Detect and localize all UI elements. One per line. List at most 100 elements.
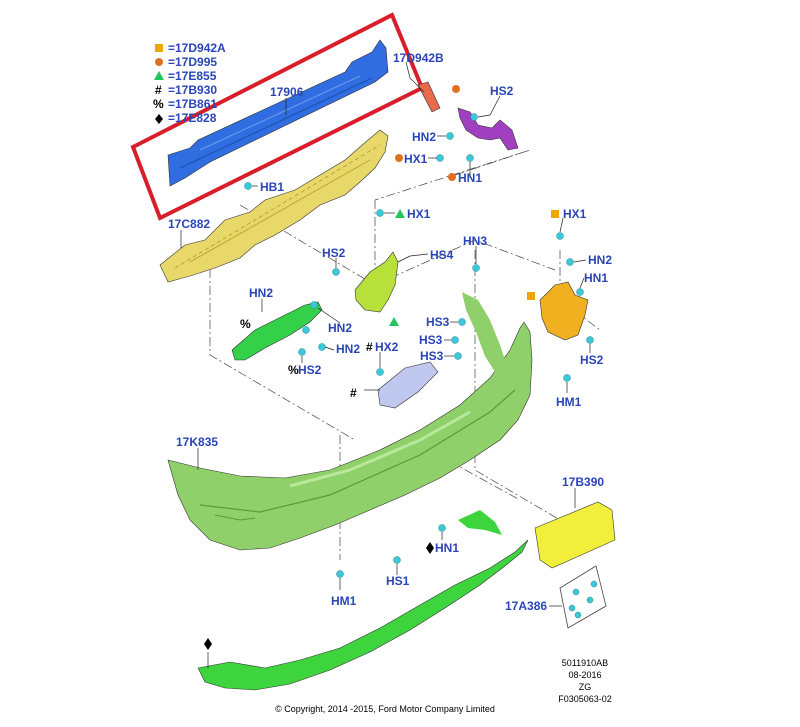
legend-label: =17E828 (168, 111, 217, 125)
legend-triangle-icon (154, 71, 164, 80)
ref-code: 08-2016 (568, 670, 601, 680)
callout-hm1-left: HM1 (331, 594, 357, 608)
callout-hs2-mid: HS2 (322, 246, 346, 260)
legend-label: =17B861 (168, 97, 217, 111)
footer: 5011910AB 08-2016 ZG F0305063-02 © Copyr… (275, 658, 612, 714)
fastener-icons (244, 113, 594, 578)
copyright: © Copyright, 2014 -2015, Ford Motor Comp… (275, 704, 495, 714)
energy-absorber[interactable] (159, 129, 389, 283)
part-label-17C882: 17C882 (168, 217, 210, 231)
legend-label: =17D942A (168, 41, 226, 55)
orange-square-icon (527, 292, 535, 300)
callout-hs3-a: HS3 (426, 315, 450, 329)
callout-hb1: HB1 (260, 180, 284, 194)
bumper-cover[interactable] (167, 292, 533, 551)
callout-hm1-right: HM1 (556, 395, 582, 409)
fastener-icon (472, 264, 480, 272)
diamond-icon (204, 638, 212, 650)
fastener-icon (576, 288, 584, 296)
wiring-clip[interactable] (457, 107, 519, 151)
callout-hs1: HS1 (386, 574, 410, 588)
callout-hs3-b: HS3 (419, 333, 443, 347)
fastener-icon (556, 232, 564, 240)
side-bracket-left[interactable] (354, 251, 399, 313)
fastener-icon (436, 154, 444, 162)
callout-hx1-mid: HX1 (407, 207, 431, 221)
fastener-icon (310, 301, 318, 309)
fastener-icon (446, 132, 454, 140)
callout-hx1-right: HX1 (563, 207, 587, 221)
reinforcement-beam[interactable] (167, 39, 389, 187)
bracket-17D942B[interactable] (417, 81, 441, 113)
callout-hx1-top: HX1 (404, 152, 428, 166)
callout-hs2-right: HS2 (580, 353, 604, 367)
fastener-icon (454, 352, 462, 360)
marker-icons (204, 85, 559, 650)
fastener-icon (336, 570, 344, 578)
ref-code: ZG (579, 682, 592, 692)
legend-diamond-icon (155, 114, 163, 124)
callout-hn1-top: HN1 (458, 171, 482, 185)
callout-hn2-left2: HN2 (336, 342, 360, 356)
orange-circle-icon (452, 85, 460, 93)
clips-bag[interactable] (559, 565, 607, 629)
callout-hn2-mid: HN2 (328, 321, 352, 335)
percent-symbol: % (240, 317, 251, 331)
legend-label: =17E855 (168, 69, 217, 83)
green-triangle-icon (395, 209, 405, 218)
orange-square-icon (551, 210, 559, 218)
fastener-icon (298, 348, 306, 356)
hash-symbol: # (366, 340, 373, 354)
callout-hs2-top: HS2 (490, 84, 514, 98)
part-label-17906: 17906 (270, 85, 304, 99)
callout-hn1-right: HN1 (584, 271, 608, 285)
retainer-left[interactable] (231, 301, 323, 361)
part-labels: 17906 17D942B 17C882 17K835 17B390 17A38… (168, 51, 604, 613)
fastener-icon (376, 209, 384, 217)
sensor-bracket[interactable] (377, 361, 439, 409)
callout-hn2-top: HN2 (412, 130, 436, 144)
fastener-icon (438, 524, 446, 532)
legend-label: =17D995 (168, 55, 217, 69)
fastener-icon (393, 556, 401, 564)
part-label-17B390: 17B390 (562, 475, 604, 489)
lower-valance[interactable] (197, 510, 529, 691)
legend-hash-icon: # (155, 83, 162, 97)
orange-circle-icon (448, 173, 456, 181)
fastener-icon (318, 343, 326, 351)
fastener-icon (332, 268, 340, 276)
part-label-17D942B: 17D942B (393, 51, 444, 65)
callout-hs2-left: HS2 (298, 363, 322, 377)
leader-lines (180, 61, 591, 668)
side-bracket-right[interactable] (539, 281, 589, 341)
fastener-icon (586, 336, 594, 344)
fastener-icon (566, 258, 574, 266)
ref-code: F0305063-02 (558, 694, 612, 704)
legend-percent-icon: % (153, 97, 164, 111)
fastener-icon (458, 318, 466, 326)
percent-symbol: % (288, 363, 299, 377)
fastener-icon (470, 113, 478, 121)
legend-square-icon (155, 44, 163, 52)
fastener-icon (563, 374, 571, 382)
callout-hs4: HS4 (430, 248, 454, 262)
callout-hx2: HX2 (375, 340, 399, 354)
legend-circle-icon (155, 58, 163, 66)
callout-hn2-right: HN2 (588, 253, 612, 267)
callout-hn1-bottom: HN1 (435, 541, 459, 555)
fastener-icon (302, 326, 310, 334)
fastener-icon (451, 336, 459, 344)
fastener-icon (244, 182, 252, 190)
callout-hn2-left: HN2 (249, 286, 273, 300)
part-label-17A386: 17A386 (505, 599, 547, 613)
fastener-icon (376, 368, 384, 376)
callout-hs3-c: HS3 (420, 349, 444, 363)
plate-bracket[interactable] (534, 501, 616, 569)
callout-labels: HB1 HS2 HN2 HX1 HN1 HX1 HS2 HS4 HN2 HN2 … (240, 84, 612, 608)
legend-label: =17B930 (168, 83, 217, 97)
legend: # % =17D942A =17D995 =17E855 =17B930 =17… (153, 41, 226, 125)
hash-symbol: # (350, 386, 357, 400)
callout-hn3: HN3 (463, 234, 487, 248)
part-label-17K835: 17K835 (176, 435, 218, 449)
